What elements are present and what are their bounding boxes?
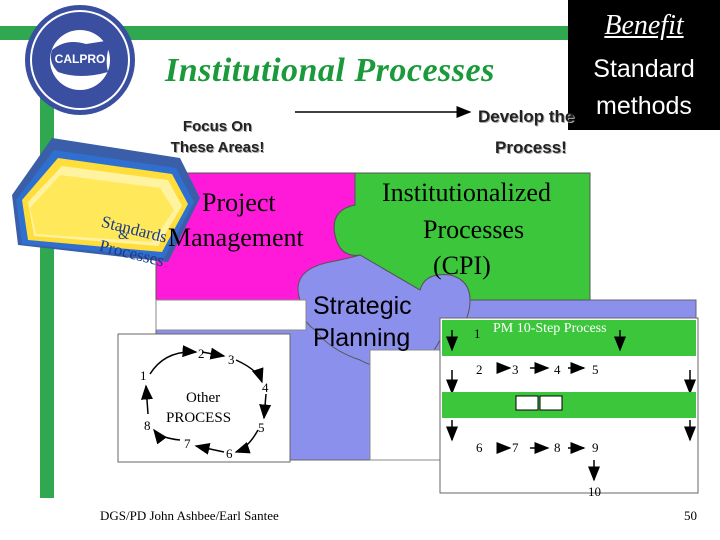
cycle-center-line-1: Other [186, 390, 221, 406]
page-title: Institutional Processes [165, 52, 495, 89]
stack-label-2: & [118, 228, 129, 243]
pm-process-panel [439, 317, 699, 494]
benefit-line-2: methods [596, 92, 692, 120]
cpi-label: (CPI) [433, 251, 491, 280]
cycle-node-3: 3 [228, 352, 235, 367]
develop-line-1: Develop the [478, 107, 575, 126]
pm-step-2: 2 [476, 362, 483, 377]
pm-step-9: 9 [592, 440, 599, 455]
pm-step-10: 10 [588, 484, 601, 499]
pm-title: PM 10-Step Process [493, 321, 607, 336]
pm-step-3: 3 [512, 362, 519, 377]
focus-caption: Focus On These Areas! [150, 116, 285, 158]
benefit-callout: Benefit Standard methods [568, 0, 720, 130]
pm-step-4: 4 [554, 362, 561, 377]
page-number: 50 [684, 508, 697, 523]
planning-label: Planning [313, 324, 411, 352]
cycle-center-line-2: PROCESS [166, 410, 232, 426]
cycle-node-5: 5 [258, 420, 265, 435]
cycle-node-1: 1 [140, 368, 147, 383]
puzzle-gap [155, 299, 307, 331]
pm-step-8: 8 [554, 440, 561, 455]
logo-text: CALPRO [54, 52, 106, 66]
pm-step-6: 6 [476, 440, 483, 455]
cycle-node-7: 7 [184, 436, 191, 451]
binder-stack-icon [12, 138, 200, 262]
benefit-line-1: Standard [593, 55, 695, 83]
institutionalized-label: Institutionalized [382, 178, 551, 207]
cycle-node-6: 6 [226, 446, 233, 461]
project-label: Project [202, 188, 276, 217]
cycle-node-8: 8 [144, 418, 151, 433]
management-label: Management [168, 223, 304, 252]
strategic-label: Strategic [313, 292, 412, 320]
pm-step-5: 5 [592, 362, 599, 377]
benefit-title: Benefit [604, 10, 684, 41]
cycle-node-2: 2 [198, 346, 205, 361]
pm-step-1: 1 [474, 326, 481, 341]
process-cycle [117, 333, 291, 463]
focus-line-2: These Areas! [170, 139, 265, 156]
processes-label: Processes [423, 215, 525, 244]
top-band [0, 26, 570, 40]
cycle-node-4: 4 [262, 380, 269, 395]
footer-credit: DGS/PD John Ashbee/Earl Santee [100, 508, 279, 523]
focus-line-1: Focus On [182, 118, 253, 135]
calpro-logo-icon [25, 5, 135, 115]
develop-line-2: Process! [495, 138, 567, 157]
pm-step-7: 7 [512, 440, 519, 455]
